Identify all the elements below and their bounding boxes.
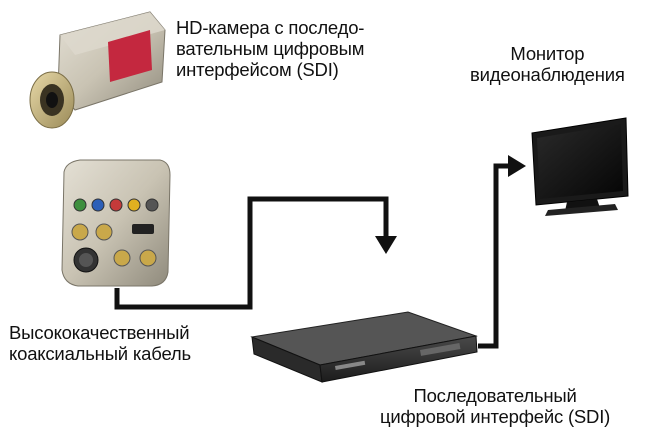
cable-label: Высококачественный коаксиальный кабель [9,322,191,364]
camera-label-line-1: HD-камера с последо- [176,17,365,38]
monitor-label-line-2: видеонаблюдения [470,64,625,85]
monitor-label: Монитор видеонаблюдения [470,43,625,85]
sdi-recorder-image [250,311,478,383]
camera-label: HD-камера с последо- вательным цифровым … [176,17,364,80]
camera-rear-image [61,159,171,287]
sdi-label-line-2: цифровой интерфейс (SDI) [380,406,611,427]
sdi-cable-arrow [478,163,510,349]
arrow-head-down-icon [375,236,397,254]
cable-label-line-2: коаксиальный кабель [9,343,191,364]
monitor-label-line-1: Монитор [510,43,585,64]
sdi-label-line-1: Последовательный [413,385,577,406]
coax-cable-arrow [114,196,389,310]
camera-front-image [29,11,166,129]
arrow-head-right-icon [508,155,526,177]
camera-label-line-2: вательным цифровым [176,38,365,59]
sdi-label: Последовательный цифровой интерфейс (SDI… [380,385,610,427]
monitor-image [531,117,629,216]
cable-label-line-1: Высококачественный [9,322,190,343]
camera-label-line-3: интерфейсом (SDI) [176,59,339,80]
